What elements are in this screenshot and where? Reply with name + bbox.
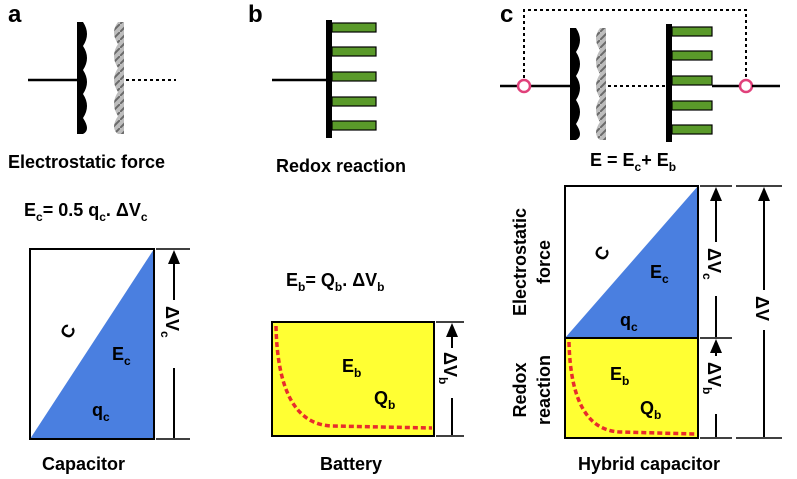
- mechanism-label-b: Redox reaction: [276, 156, 406, 176]
- voltage-label-b-hybrid: ΔVb: [700, 362, 724, 394]
- arrow-up-icon: [446, 323, 458, 337]
- arrow-up-icon: [168, 250, 180, 264]
- battery-electrode-plates: [331, 22, 377, 131]
- arrow-up-icon: [710, 187, 722, 201]
- terminal-circle-icon: [738, 78, 754, 94]
- mechanism-label-a: Electrostatic force: [8, 152, 165, 172]
- equation-c: E = Ec+ Eb: [590, 150, 676, 174]
- porous-electrode-plate: [114, 22, 124, 134]
- battery-electrode-plates: [671, 26, 713, 135]
- battery-electrode-backbone: [666, 24, 672, 142]
- hybrid-battery-box: [564, 337, 699, 439]
- panel-label-a: a: [8, 1, 22, 28]
- charge-label-qb: Qb: [640, 398, 661, 422]
- caption-a: Capacitor: [42, 454, 125, 474]
- arrow-up-icon: [710, 339, 722, 353]
- electrode-plate: [570, 28, 580, 140]
- capacitor-energy-region: [30, 249, 154, 439]
- terminal-circle-icon: [516, 78, 532, 94]
- energy-label-a: Ec: [112, 344, 131, 368]
- voltage-label-b: ΔVb: [436, 352, 460, 384]
- energy-label-b: Eb: [342, 356, 361, 380]
- voltage-label-c: ΔVc: [700, 248, 724, 280]
- side-label-electrostatic: Electrostatic: [510, 208, 530, 316]
- arrow-up-icon: [758, 187, 770, 201]
- caption-c: Hybrid capacitor: [578, 454, 720, 474]
- redox-discharge-curve: [567, 341, 697, 436]
- side-label-reaction: reaction: [534, 355, 554, 425]
- equation-b: Eb= Qb. ΔVb: [286, 270, 385, 294]
- side-label-redox: Redox: [510, 362, 530, 417]
- energy-label-eb: Eb: [610, 364, 629, 388]
- energy-label-ec: Ec: [650, 262, 669, 286]
- external-circuit-dotted: [523, 9, 747, 84]
- redox-discharge-curve: [274, 325, 433, 430]
- panel-label-c: c: [500, 1, 513, 28]
- porous-electrode-plate: [596, 28, 606, 140]
- charge-label-a: qc: [92, 400, 110, 424]
- voltage-label-total: ΔV: [752, 296, 772, 321]
- battery-box: [271, 321, 435, 437]
- caption-b: Battery: [320, 454, 382, 474]
- battery-electrode-backbone: [326, 20, 332, 138]
- voltage-label-a: ΔVc: [158, 306, 182, 338]
- equation-a: Ec= 0.5 qc. ΔVc: [24, 200, 148, 224]
- charge-label-b: Qb: [374, 388, 395, 412]
- electrode-plate: [77, 22, 87, 134]
- hybrid-capacitive-region: [565, 186, 698, 338]
- panel-label-b: b: [248, 1, 263, 28]
- side-label-force: force: [534, 240, 554, 284]
- charge-label-qc: qc: [620, 310, 638, 334]
